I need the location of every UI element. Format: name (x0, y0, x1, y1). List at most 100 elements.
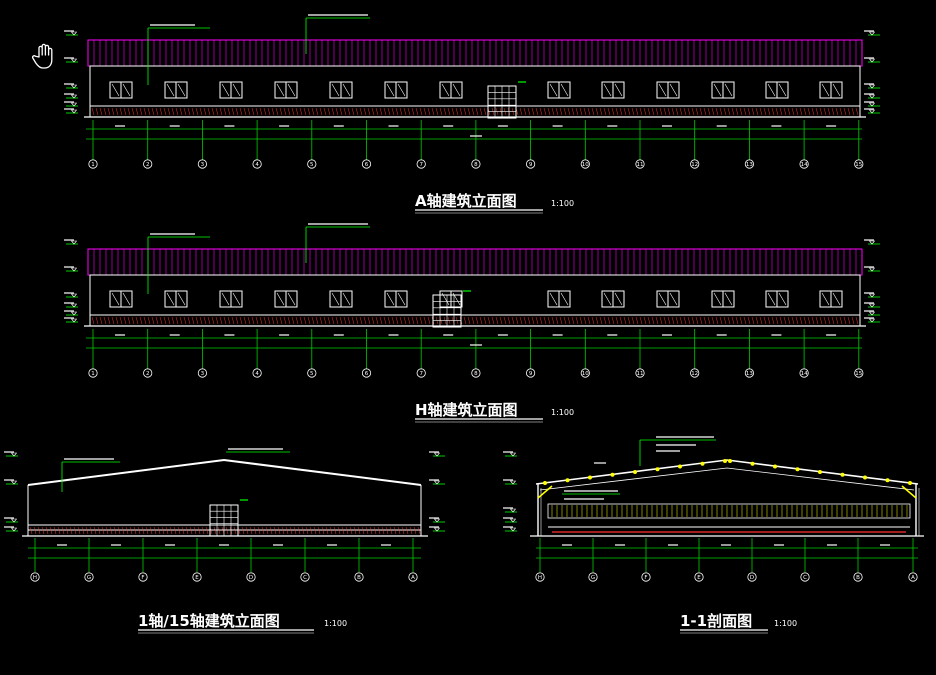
base-hatch (547, 107, 551, 116)
base-hatch (691, 316, 695, 325)
base-hatch (145, 526, 149, 535)
base-hatch (523, 107, 527, 116)
window-sash (832, 292, 841, 306)
base-hatch (311, 316, 315, 325)
base-hatch (567, 316, 571, 325)
base-hatch (41, 526, 45, 535)
base-hatch (583, 107, 587, 116)
window-sash (713, 292, 722, 306)
level-triangle (70, 240, 78, 245)
level-triangle (433, 480, 441, 485)
base-hatch (827, 316, 831, 325)
base-hatch (239, 107, 243, 116)
base-hatch (73, 526, 77, 535)
axis-label: 4 (255, 371, 259, 377)
base-hatch (139, 316, 143, 325)
base-hatch (531, 316, 535, 325)
base-hatch (195, 316, 199, 325)
base-hatch (235, 107, 239, 116)
axis-label: 9 (529, 162, 533, 168)
axis-label: G (87, 575, 91, 581)
axis-bubble (138, 572, 148, 582)
base-hatch (751, 316, 755, 325)
base-hatch (247, 316, 251, 325)
purlin (633, 470, 637, 474)
base-hatch (391, 316, 395, 325)
base-hatch (515, 316, 519, 325)
window-sash (549, 292, 558, 306)
level-triangle (868, 303, 876, 308)
base-hatch (331, 107, 335, 116)
base-hatch (279, 107, 283, 116)
base-hatch (807, 316, 811, 325)
window-sash (724, 292, 733, 306)
axis-bubble (525, 159, 536, 169)
base-hatch (319, 316, 323, 325)
base-hatch (239, 316, 243, 325)
base-hatch (127, 107, 131, 116)
base-hatch (339, 107, 343, 116)
axis-bubble (744, 159, 755, 169)
axis-label: E (195, 575, 199, 581)
base-hatch (363, 316, 367, 325)
axis-label: 3 (201, 371, 205, 377)
level-triangle (10, 527, 18, 532)
base-hatch (511, 316, 515, 325)
base-hatch (207, 107, 211, 116)
scale-h-elevation: 1:100 (551, 408, 574, 417)
window-sash (122, 292, 131, 306)
window-sash (221, 83, 230, 97)
base-hatch (651, 107, 655, 116)
base-hatch (571, 316, 575, 325)
hand-pan-icon[interactable] (32, 42, 58, 70)
base-hatch (341, 526, 345, 535)
base-hatch (249, 526, 253, 535)
base-hatch (197, 526, 201, 535)
purlin (678, 464, 682, 469)
axis-label: A (911, 575, 915, 581)
base-hatch (779, 107, 783, 116)
level-triangle (868, 58, 876, 63)
base-hatch (159, 316, 163, 325)
axis-bubble (88, 368, 98, 378)
window-sash (177, 83, 186, 97)
base-hatch (647, 107, 651, 116)
base-hatch (435, 107, 439, 116)
base-hatch (487, 316, 491, 325)
base-hatch (823, 107, 827, 116)
base-hatch (407, 107, 411, 116)
base-hatch (419, 107, 423, 116)
window-sash (724, 83, 733, 97)
axis-label: C (803, 575, 807, 581)
base-hatch (351, 316, 355, 325)
base-hatch (311, 107, 315, 116)
base-hatch (211, 316, 215, 325)
base-hatch (247, 107, 251, 116)
base-hatch (373, 526, 377, 535)
base-hatch (417, 526, 421, 535)
base-hatch (503, 316, 507, 325)
base-hatch (671, 107, 675, 116)
level-triangle (868, 31, 876, 36)
axis-label: H (538, 575, 542, 581)
base-hatch (215, 316, 219, 325)
base-hatch (141, 526, 145, 535)
axis-label: 1 (91, 371, 95, 377)
axis-label: A (411, 575, 415, 581)
purlin (588, 475, 592, 480)
base-hatch (81, 526, 85, 535)
level-triangle (868, 311, 876, 316)
base-hatch (125, 526, 129, 535)
base-hatch (799, 107, 803, 116)
axis-bubble (854, 368, 864, 378)
base-hatch (363, 107, 367, 116)
base-hatch (327, 107, 331, 116)
axis-bubble (88, 159, 98, 169)
base-hatch (623, 316, 627, 325)
base-hatch (243, 316, 247, 325)
base-hatch (127, 316, 131, 325)
base-hatch (345, 526, 349, 535)
level-triangle (70, 293, 78, 298)
axis-label: 14 (801, 162, 808, 168)
